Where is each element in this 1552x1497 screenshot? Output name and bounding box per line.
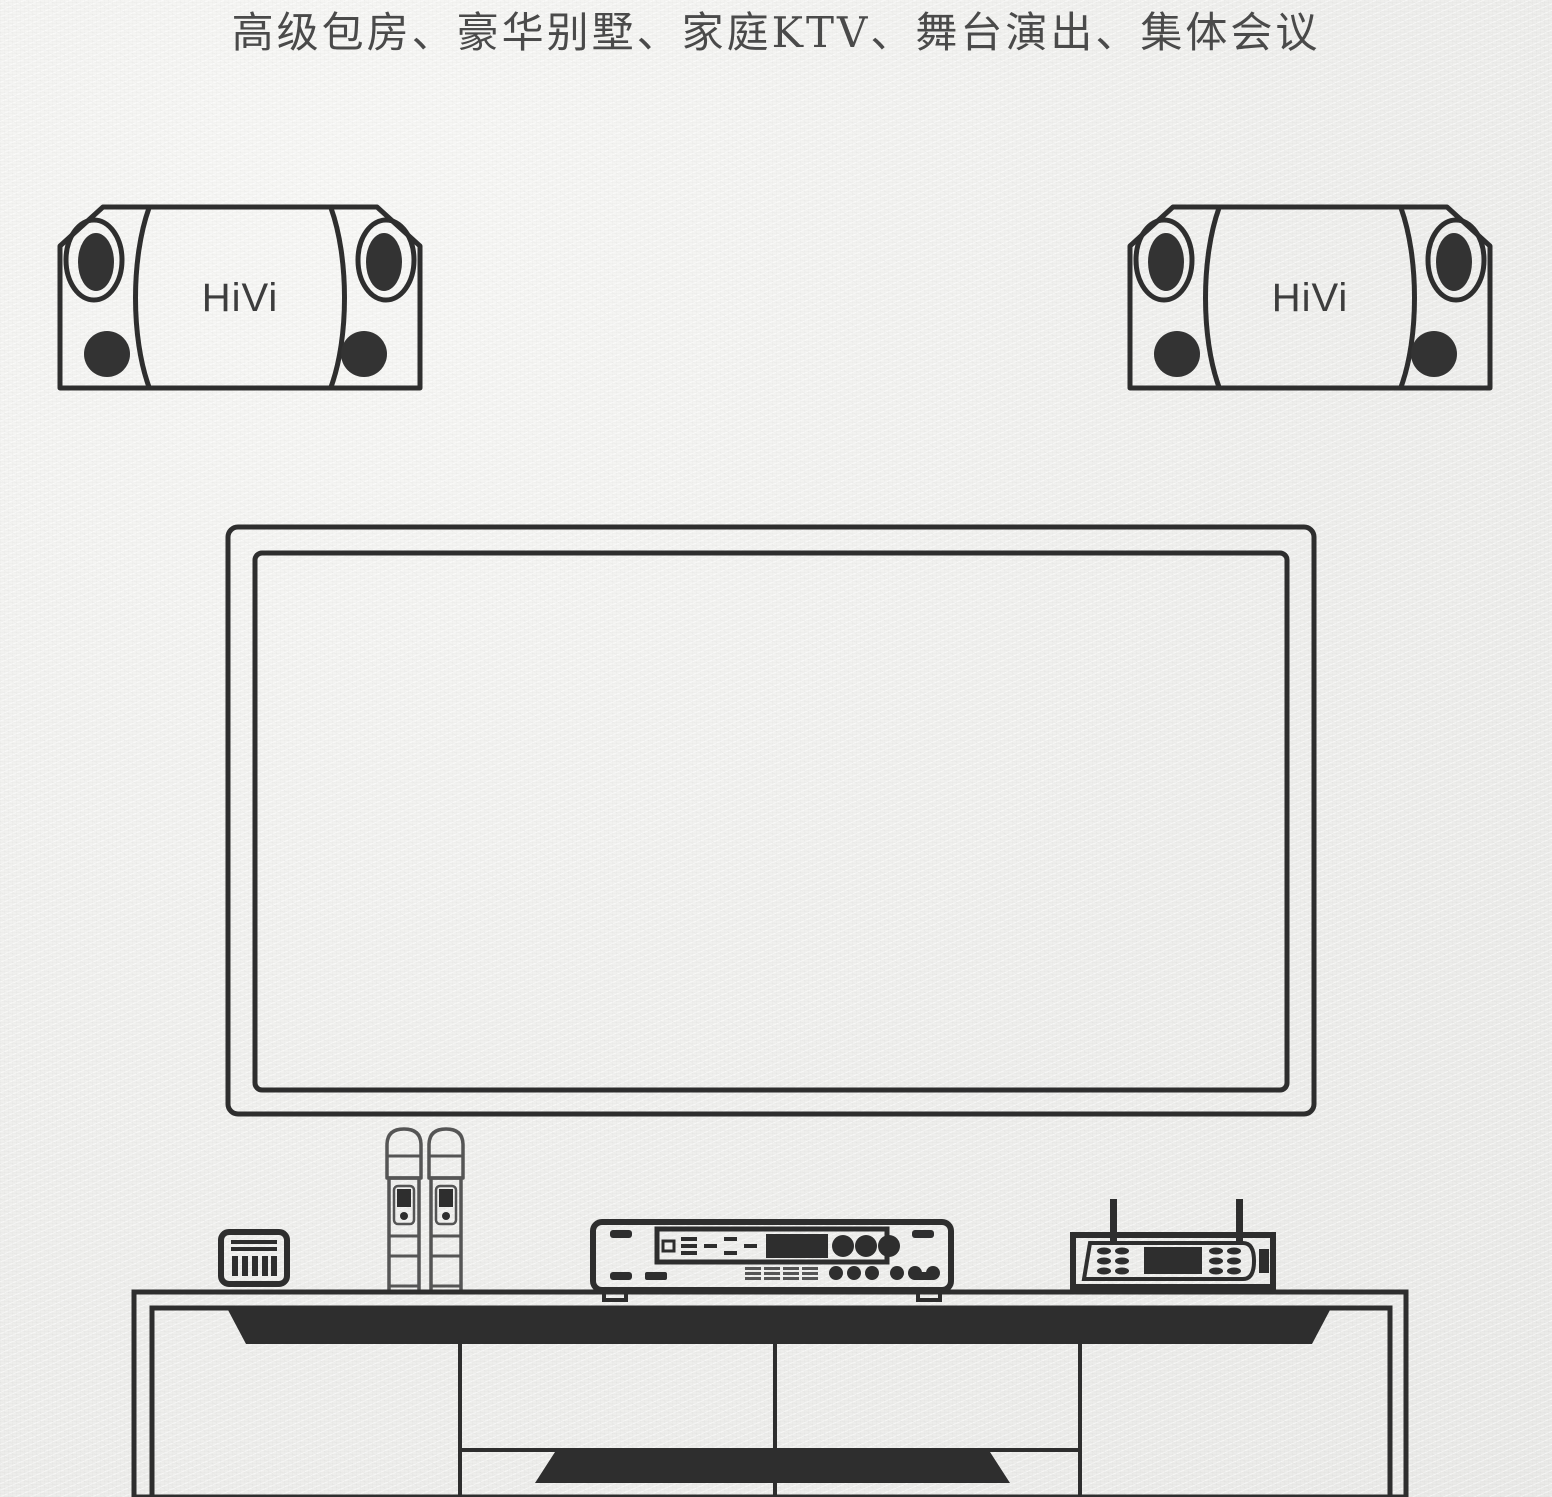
speaker-right-brand-label: HiVi xyxy=(1272,276,1349,320)
amplifier-power-button[interactable] xyxy=(645,1272,667,1280)
amplifier-dash-3 xyxy=(681,1251,697,1255)
speaker-right-woofer-cone-left xyxy=(1148,233,1184,291)
amplifier-knob-1[interactable] xyxy=(832,1235,854,1257)
speaker-right-panel-divider-right xyxy=(1398,205,1417,390)
speaker-left[interactable]: HiVi xyxy=(57,204,423,391)
small-mixer-slider-4[interactable] xyxy=(262,1256,268,1276)
speaker-left-tweeter-left xyxy=(84,331,130,377)
speaker-left-brand-label: HiVi xyxy=(202,276,279,320)
microphone-1-control-panel xyxy=(392,1184,416,1226)
amplifier-indicator-square xyxy=(661,1239,676,1253)
speaker-right-woofer-ring-left xyxy=(1133,217,1195,303)
amplifier-screw-pad-bl xyxy=(610,1272,632,1280)
amplifier-screw-pad-tr xyxy=(912,1230,934,1238)
receiver-button-cluster-left[interactable] xyxy=(1097,1247,1129,1275)
small-mixer-top-bar-1 xyxy=(231,1240,277,1244)
microphone-2-control-panel xyxy=(434,1184,458,1226)
television-screen-bezel xyxy=(252,550,1290,1093)
speaker-right-tweeter-left xyxy=(1154,331,1200,377)
microphone-2-capsule xyxy=(427,1127,465,1180)
amplifier-lower-knob-1[interactable] xyxy=(829,1266,843,1280)
amplifier-dash-6 xyxy=(724,1251,737,1255)
microphone-2-display xyxy=(439,1189,453,1207)
small-mixer-slider-3[interactable] xyxy=(252,1256,258,1276)
amplifier-dash-4 xyxy=(704,1244,717,1248)
speaker-left-body xyxy=(57,204,423,391)
small-mixer-slider-2[interactable] xyxy=(242,1256,248,1276)
small-mixer-slider-1[interactable] xyxy=(232,1256,238,1276)
speaker-left-woofer-cone-right xyxy=(366,233,402,291)
small-mixer-device[interactable] xyxy=(218,1229,290,1287)
speaker-left-woofer-ring-right xyxy=(355,217,417,303)
speaker-right-panel-divider-left xyxy=(1203,205,1222,390)
speaker-left-woofer-ring-left xyxy=(63,217,125,303)
receiver-faceplate xyxy=(1081,1241,1257,1281)
small-mixer-top-bar-2 xyxy=(231,1247,277,1251)
amplifier-lower-knob-2[interactable] xyxy=(847,1266,861,1280)
microphone-1-display xyxy=(397,1189,411,1207)
wireless-receiver-unit[interactable] xyxy=(1070,1199,1276,1290)
amplifier-lower-knob-4[interactable] xyxy=(890,1266,904,1280)
amplifier-dash-1 xyxy=(681,1237,697,1241)
receiver-power-switch[interactable] xyxy=(1259,1249,1269,1273)
page-title: 高级包房、豪华别墅、家庭KTV、舞台演出、集体会议 xyxy=(231,8,1321,57)
cabinet-inner-body xyxy=(149,1305,1393,1497)
av-cabinet[interactable] xyxy=(131,1289,1409,1497)
amplifier-lower-knob-5[interactable] xyxy=(908,1266,922,1280)
receiver-chassis xyxy=(1070,1232,1276,1290)
small-mixer-slider-5[interactable] xyxy=(271,1256,277,1276)
amplifier-knob-3[interactable] xyxy=(878,1235,900,1257)
speaker-right[interactable]: HiVi xyxy=(1127,204,1493,391)
receiver-antenna-left[interactable] xyxy=(1110,1199,1117,1241)
amplifier-dash-2 xyxy=(681,1244,697,1248)
speaker-left-tweeter-right xyxy=(341,331,387,377)
speaker-left-panel-divider-right xyxy=(328,205,347,390)
amplifier-dash-5 xyxy=(724,1237,737,1241)
amplifier-lcd-display xyxy=(766,1234,828,1258)
amplifier-unit[interactable] xyxy=(590,1219,954,1302)
wireless-microphone-2[interactable] xyxy=(427,1127,465,1294)
amplifier-knob-2[interactable] xyxy=(855,1235,877,1257)
receiver-button-cluster-right[interactable] xyxy=(1209,1247,1241,1275)
wall-television[interactable] xyxy=(225,524,1317,1117)
receiver-display xyxy=(1144,1247,1202,1274)
amplifier-dash-7 xyxy=(744,1244,757,1248)
microphone-2-button[interactable] xyxy=(442,1212,450,1220)
microphone-1-button[interactable] xyxy=(400,1212,408,1220)
receiver-antenna-right[interactable] xyxy=(1236,1199,1243,1241)
television-outer-frame xyxy=(225,524,1317,1117)
speaker-right-woofer-ring-right xyxy=(1425,217,1487,303)
amplifier-lower-knob-6[interactable] xyxy=(926,1266,940,1280)
microphone-1-capsule xyxy=(385,1127,423,1180)
speaker-left-panel-divider-left xyxy=(133,205,152,390)
speaker-right-woofer-cone-right xyxy=(1436,233,1472,291)
speaker-right-body xyxy=(1127,204,1493,391)
speaker-right-tweeter-right xyxy=(1411,331,1457,377)
amplifier-vent-grid xyxy=(745,1267,818,1280)
cabinet-top-surface xyxy=(228,1310,1330,1344)
amplifier-lower-knob-3[interactable] xyxy=(865,1266,879,1280)
amplifier-screw-pad-tl xyxy=(610,1230,632,1238)
small-mixer-body xyxy=(218,1229,290,1287)
speaker-left-woofer-cone-left xyxy=(78,233,114,291)
cabinet-outer-body xyxy=(131,1289,1409,1497)
wireless-microphone-1[interactable] xyxy=(385,1127,423,1294)
cabinet-handle[interactable] xyxy=(535,1452,1010,1483)
